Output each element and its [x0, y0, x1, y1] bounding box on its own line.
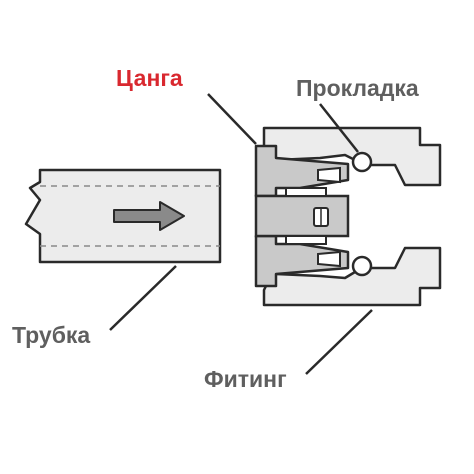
collet-tooth-upper — [317, 166, 341, 184]
collet-slot-upper — [285, 187, 327, 197]
arrow-right-icon — [113, 201, 185, 231]
gasket-leader-line — [319, 103, 359, 153]
collet-label: Цанга — [116, 65, 183, 91]
gasket-lower-icon — [351, 255, 373, 277]
gasket-label: Прокладка — [296, 75, 419, 101]
collet-slot-lower — [285, 235, 327, 245]
fitting-leader-line — [305, 309, 373, 375]
gasket-upper-icon — [351, 151, 373, 173]
collet-tooth-lower — [317, 250, 341, 268]
collet-leader-line — [207, 93, 257, 145]
tube-leader-line — [109, 265, 177, 331]
tube-label: Трубка — [12, 322, 90, 348]
fitting-body-lower — [262, 246, 442, 307]
collet-core — [254, 194, 350, 238]
fitting-label: Фитинг — [204, 366, 287, 392]
